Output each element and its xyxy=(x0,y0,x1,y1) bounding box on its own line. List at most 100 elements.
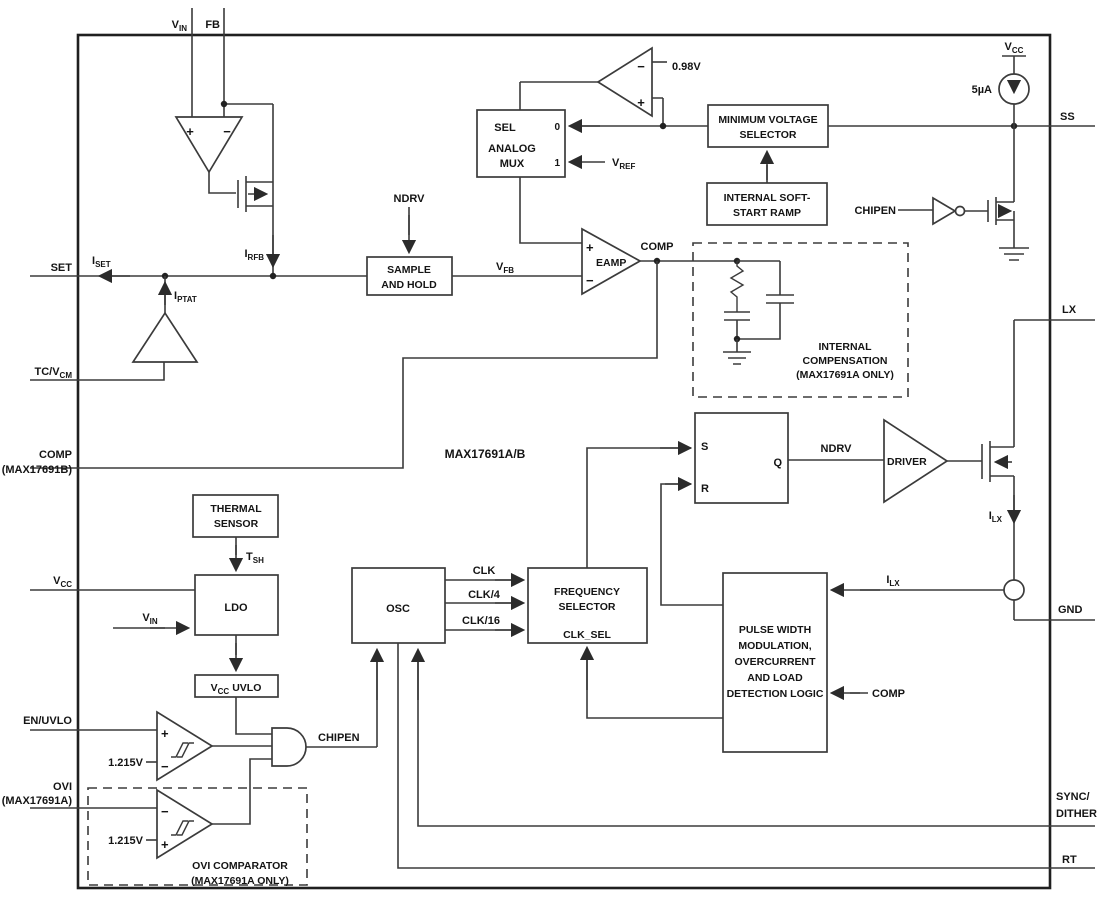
eamp-minus: − xyxy=(586,273,594,288)
ilx-fet-label: ILX xyxy=(989,510,1003,524)
latch-s-label: S xyxy=(701,441,708,453)
clk16-label: CLK/16 xyxy=(462,615,500,627)
feedback-regulator: + − VIN FB IRFB xyxy=(172,8,281,276)
minimum-voltage-selector: MINIMUM VOLTAGE SELECTOR SS xyxy=(707,104,1095,148)
mux-port-0: 0 xyxy=(554,122,560,133)
ssr-label-1: INTERNAL SOFT- xyxy=(724,192,811,204)
lx-pin-label: LX xyxy=(1062,304,1077,316)
comp-pwm-label: COMP xyxy=(872,688,905,700)
v098-label: 0.98V xyxy=(672,61,701,73)
en-comp-minus: − xyxy=(161,759,169,774)
pwm-label-1: PULSE WIDTH xyxy=(739,624,811,636)
comp098-minus: − xyxy=(637,59,645,74)
mux-sel-label: SEL xyxy=(494,122,516,134)
vfb-label: VFB xyxy=(496,261,514,275)
ovi-dashed-box xyxy=(87,787,308,886)
ovi-pin-label-2: (MAX17691A) xyxy=(2,795,73,807)
set-current-network: SET ISET IPTAT TC/VCM xyxy=(30,255,367,381)
clk4-label: CLK/4 xyxy=(468,589,501,601)
sr-latch: S R Q xyxy=(660,412,789,606)
rt-pin-label: RT xyxy=(1062,854,1077,866)
osc-label: OSC xyxy=(386,603,410,615)
ovi-comparator xyxy=(156,788,214,860)
eamp xyxy=(581,227,642,296)
inverter xyxy=(932,196,957,226)
soft-start-source: VCC 5µA xyxy=(972,41,1030,202)
comp-b-pin-label-2: (MAX17691B) xyxy=(2,464,73,476)
inverter-bubble xyxy=(954,205,966,217)
comp098-plus: + xyxy=(637,95,645,110)
vin-ldo-label: VIN xyxy=(142,612,158,626)
rt-route xyxy=(397,643,1095,869)
fb-pin-label: FB xyxy=(205,19,220,31)
sync-pin-label-1: SYNC/ xyxy=(1056,791,1090,803)
en-comp-plus: + xyxy=(161,726,169,741)
sync-route xyxy=(417,652,1095,827)
thermal-label-2: SENSOR xyxy=(214,518,259,530)
resistor xyxy=(729,261,745,312)
sample-hold-label-1: SAMPLE xyxy=(387,264,431,276)
vcc-pin-label: VCC xyxy=(53,575,72,589)
ovi-pin-label-1: OVI xyxy=(53,781,72,793)
intcomp-label-3: (MAX17691A ONLY) xyxy=(796,369,894,381)
pwm-label-4: AND LOAD xyxy=(747,672,803,684)
vin-pin-label: VIN xyxy=(172,19,188,33)
analog-mux: SEL ANALOG MUX 0 1 VREF xyxy=(476,109,708,178)
ndrv-label: NDRV xyxy=(394,193,426,205)
driver-stage: NDRV DRIVER LX ILX GND ILX xyxy=(788,304,1095,621)
hysteresis-icon xyxy=(171,820,194,836)
driver-label: DRIVER xyxy=(887,456,927,468)
eamp-plus: + xyxy=(586,240,594,255)
pwm-label-2: MODULATION, xyxy=(738,640,811,652)
gnd-pin-label: GND xyxy=(1058,604,1083,616)
pwm-logic: PULSE WIDTH MODULATION, OVERCURRENT AND … xyxy=(579,572,905,753)
comp-b-route xyxy=(30,261,658,469)
vref-label: VREF xyxy=(612,157,635,171)
enable-logic: EN/UVLO + − 1.215V OVI (MAX17691A) − + 1… xyxy=(2,647,385,887)
en-uvlo-pin-label: EN/UVLO xyxy=(23,715,72,727)
opamp-minus: − xyxy=(223,124,231,139)
chipen-discharge: CHIPEN xyxy=(854,196,1029,261)
internal-compensation: INTERNAL COMPENSATION (MAX17691A ONLY) xyxy=(692,242,909,398)
ndrv-q-label: NDRV xyxy=(821,443,853,455)
freq-sel-label-1: FREQUENCY xyxy=(554,586,620,598)
and-gate xyxy=(271,727,307,767)
ground-symbol xyxy=(723,351,751,365)
opamp xyxy=(174,116,244,174)
min-voltage-comparator: − + 0.98V xyxy=(519,46,701,126)
pwm-label-3: OVERCURRENT xyxy=(734,656,816,668)
5ua-label: 5µA xyxy=(972,84,992,96)
capacitor-1 xyxy=(724,311,750,321)
latch-q-label: Q xyxy=(773,457,782,469)
hysteresis-icon xyxy=(171,742,194,758)
comp-b-pin-label-1: COMP xyxy=(39,449,72,461)
part-number-label: MAX17691A/B xyxy=(445,447,526,461)
ovi-comp-plus: + xyxy=(161,837,169,852)
intcomp-label-2: COMPENSATION xyxy=(803,355,888,367)
iset-label: ISET xyxy=(92,255,111,269)
mux-label-1: ANALOG xyxy=(488,143,536,155)
mux-port-1: 1 xyxy=(554,158,560,169)
intcomp-label-1: INTERNAL xyxy=(818,341,872,353)
internal-soft-start-ramp: INTERNAL SOFT- START RAMP xyxy=(706,149,828,226)
mux-label-2: MUX xyxy=(500,158,525,170)
en-uvlo-comparator xyxy=(156,710,214,782)
chipen-top-label: CHIPEN xyxy=(854,205,896,217)
clk-label: CLK xyxy=(473,565,496,577)
vcc-top-label: VCC xyxy=(1005,41,1024,55)
pwm-label-5: DETECTION LOGIC xyxy=(727,688,824,700)
comp-node-label: COMP xyxy=(641,241,674,253)
freq-sel-label-2: SELECTOR xyxy=(559,601,616,613)
ovi-box-label-2: (MAX17691A ONLY) xyxy=(191,875,289,887)
capacitor-2 xyxy=(766,294,794,304)
ldo-label: LDO xyxy=(224,602,248,614)
sync-pin-label-2: DITHER xyxy=(1056,808,1097,820)
comparator-098 xyxy=(596,46,653,118)
ilx-sense-label: ILX xyxy=(886,574,900,588)
chip-outline xyxy=(76,33,1052,890)
driver xyxy=(883,418,949,504)
1215v-en-label: 1.215V xyxy=(108,757,144,769)
